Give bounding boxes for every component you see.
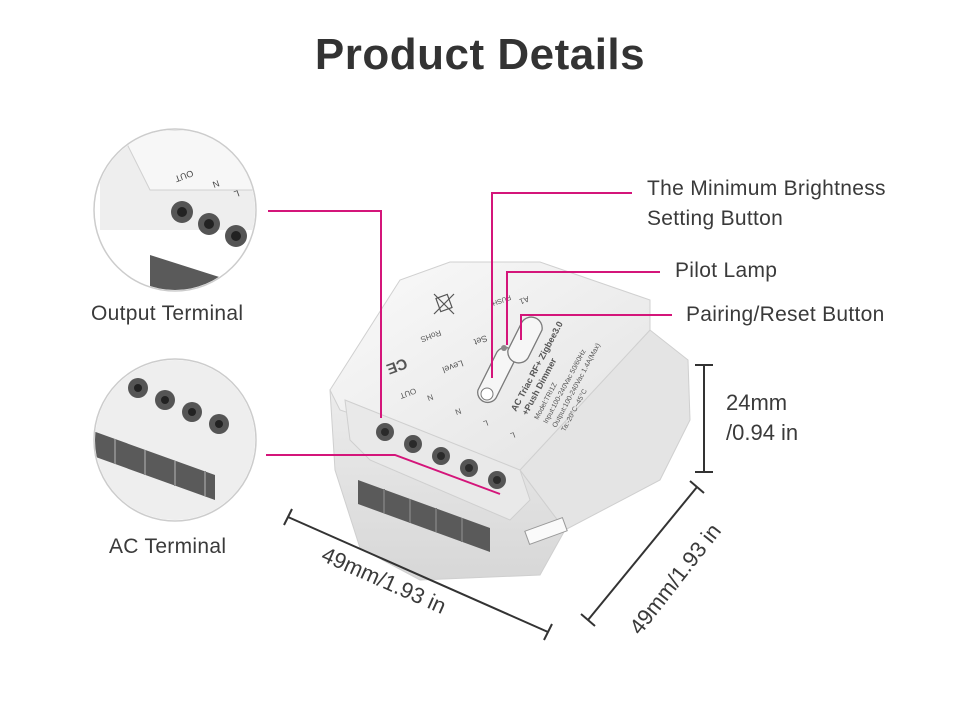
pilot-lamp-label: Pilot Lamp xyxy=(675,259,778,282)
pairing-reset-callout-line xyxy=(520,314,672,340)
height-dim-label-line1: 24mm xyxy=(726,390,788,415)
device-text-ce: CE xyxy=(384,354,409,377)
pilot-lamp xyxy=(501,345,507,351)
dimension-lines xyxy=(283,364,713,641)
ac-terminal-zoom xyxy=(93,358,257,522)
pairing-reset-button-slot xyxy=(507,316,543,364)
min-brightness-button xyxy=(480,387,494,401)
page-title: Product Details xyxy=(314,30,646,79)
output-terminal-zoom: OUT N L xyxy=(93,128,257,292)
output-terminal-callout-line xyxy=(268,210,382,418)
height-dim-label-line2: /0.94 in xyxy=(726,420,799,445)
zoom-l-label: L xyxy=(233,188,241,199)
device-text-set: Set xyxy=(472,333,489,347)
callout-lines xyxy=(266,192,672,495)
side-clip xyxy=(524,516,568,546)
device-text-n1: N xyxy=(426,392,435,403)
width-dim-line xyxy=(287,516,549,633)
device-text-a1: A1 xyxy=(518,294,531,306)
min-brightness-callout-line xyxy=(491,192,632,378)
pilot-lamp-callout-line xyxy=(506,271,660,345)
min-brightness-label-line2: Setting Button xyxy=(647,207,784,230)
depth-dim-line xyxy=(587,486,698,621)
output-terminal-label: Output Terminal xyxy=(91,302,244,325)
device-text-l1: L xyxy=(482,418,490,428)
min-brightness-label-line1: The Minimum Brightness xyxy=(647,177,886,200)
depth-dim-label: 49mm/1.93 in xyxy=(624,519,726,639)
device-text-n2: N xyxy=(454,406,463,417)
dimmer-device: AC Triac RF+ Zigbee3.0 +Push Dimmer Mode… xyxy=(329,261,691,581)
ac-terminal-label: AC Terminal xyxy=(109,535,227,558)
weee-bin-icon xyxy=(433,293,455,315)
device-text-l2: L xyxy=(509,430,517,440)
zoom-n-label: N xyxy=(211,178,221,190)
pairing-reset-label: Pairing/Reset Button xyxy=(686,303,885,326)
ac-terminal-callout-line xyxy=(266,454,501,495)
wire-entry-slot xyxy=(358,480,490,552)
front-terminal-screws xyxy=(376,423,506,489)
